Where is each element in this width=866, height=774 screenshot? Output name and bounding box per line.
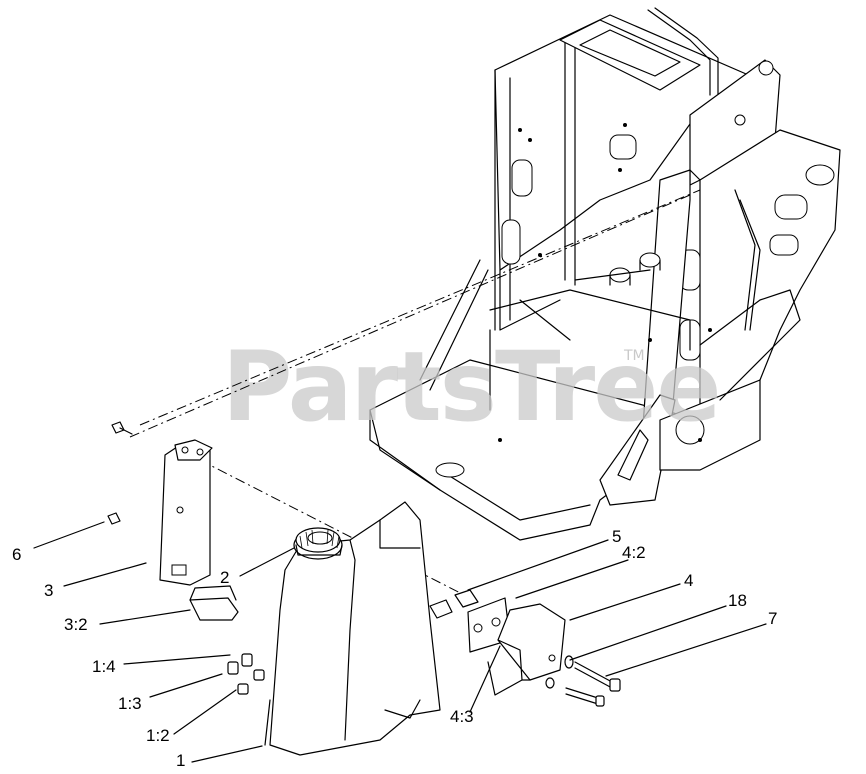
- callout-2: 2: [220, 568, 229, 587]
- assembly-lines: [129, 189, 701, 599]
- callout-4-2: 4:2: [622, 543, 646, 562]
- part-3-bracket: [159, 439, 239, 621]
- callout-1-2: 1:2: [146, 726, 170, 745]
- callout-4: 4: [684, 571, 693, 590]
- callout-7: 7: [768, 609, 777, 628]
- watermark-tm: TM: [623, 348, 645, 364]
- part-7-18-hardware: [545, 655, 621, 707]
- callout-5: 5: [612, 527, 621, 546]
- part-1-fittings: [227, 653, 265, 695]
- part-2-fuel-cap: [293, 527, 343, 560]
- callout-1-3: 1:3: [118, 694, 142, 713]
- callout-18: 18: [728, 591, 747, 610]
- callout-1-4: 1:4: [92, 657, 116, 676]
- part-4-mount-bracket: [487, 603, 566, 696]
- callout-3-2: 3:2: [64, 615, 88, 634]
- callout-3: 3: [44, 581, 53, 600]
- callouts: 6 3 3:2 2 1:4 1:3 1:2 1 5 4:2 4 18 7 4:3: [12, 527, 777, 770]
- callout-1: 1: [176, 751, 185, 770]
- part-1-fuel-tank: [264, 501, 441, 756]
- callout-4-3: 4:3: [450, 707, 474, 726]
- part-6-bolt: [107, 421, 133, 525]
- watermark-text: PartsTree: [222, 331, 719, 443]
- frame-assembly: [369, 7, 841, 541]
- callout-6: 6: [12, 545, 21, 564]
- watermark: PartsTree TM: [222, 331, 721, 443]
- part-5-pins: [429, 589, 479, 619]
- leader-lines: [33, 521, 767, 763]
